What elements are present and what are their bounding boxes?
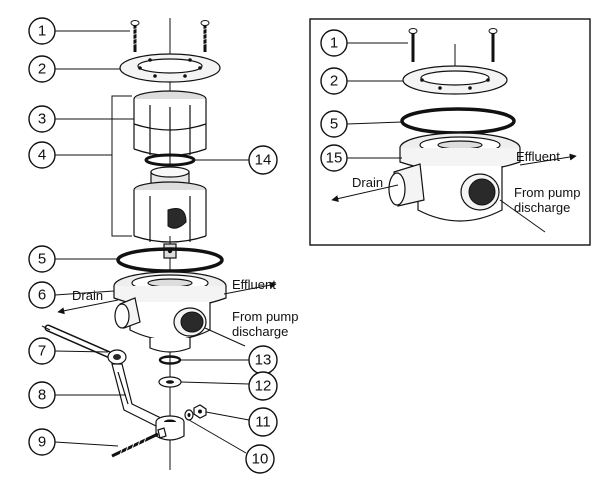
pump-discharge-leader xyxy=(204,327,246,347)
svg-text:1: 1 xyxy=(330,35,338,52)
callout-3: 3 xyxy=(28,105,56,133)
svg-text:8: 8 xyxy=(38,387,46,404)
callout-12: 12 xyxy=(248,371,278,401)
inset-screw-left xyxy=(408,28,418,62)
callout-10: 10 xyxy=(245,444,275,474)
callout-7: 7 xyxy=(28,337,56,365)
handle-tip xyxy=(41,325,51,331)
leader-9 xyxy=(54,441,119,447)
inset-drain-label: Drain xyxy=(352,175,383,190)
inset-pump-leader xyxy=(499,199,546,233)
callout-8: 8 xyxy=(28,381,56,409)
leader-6 xyxy=(54,290,115,296)
svg-text:5: 5 xyxy=(38,251,46,268)
gasket-ring-5 xyxy=(116,247,224,273)
svg-text:12: 12 xyxy=(255,378,272,395)
svg-text:9: 9 xyxy=(38,434,46,451)
inset-from-pump-line2: discharge xyxy=(514,200,570,215)
washer-10 xyxy=(184,409,194,421)
svg-text:2: 2 xyxy=(330,73,338,90)
inset-retaining-ring xyxy=(402,65,508,95)
inset-callout-1: 1 xyxy=(320,29,348,57)
svg-text:5: 5 xyxy=(330,116,338,133)
inset-valve-body xyxy=(388,132,521,222)
handle-rod xyxy=(44,324,116,360)
svg-text:2: 2 xyxy=(38,61,46,78)
inset-view: Effluent Drain From pump discharge 1 2 5… xyxy=(309,18,591,246)
inset-from-pump-line1: From pump xyxy=(514,185,580,200)
leader-12 xyxy=(180,381,250,385)
svg-text:10: 10 xyxy=(252,451,269,468)
inset-callout-15: 15 xyxy=(320,144,348,172)
nut-11 xyxy=(193,404,207,419)
svg-text:7: 7 xyxy=(38,343,46,360)
svg-text:15: 15 xyxy=(326,150,343,167)
inset-screw-right xyxy=(488,28,498,62)
inset-callout-2: 2 xyxy=(320,67,348,95)
svg-text:1: 1 xyxy=(38,23,46,40)
drain-arrow xyxy=(57,299,119,315)
callout-1: 1 xyxy=(28,17,56,45)
svg-text:14: 14 xyxy=(255,152,272,169)
inset-leader-5 xyxy=(346,121,403,125)
inset-effluent-label: Effluent xyxy=(516,149,560,164)
screw-right xyxy=(200,20,210,52)
callout-2: 2 xyxy=(28,55,56,83)
from-pump-label-line1: From pump xyxy=(232,309,298,324)
from-pump-label-line2: discharge xyxy=(232,324,288,339)
retaining-ring xyxy=(119,53,221,83)
inset-drain-arrow xyxy=(331,184,399,203)
lever-arm xyxy=(107,349,166,429)
callout-11: 11 xyxy=(248,407,278,437)
main-exploded-view: Effluent Drain From pump discharge xyxy=(28,17,298,474)
cage xyxy=(133,90,207,157)
callout-4: 4 xyxy=(28,141,56,169)
bolt-9 xyxy=(111,427,167,458)
leader-7 xyxy=(54,350,109,353)
leader-10 xyxy=(188,419,247,454)
callout-9: 9 xyxy=(28,428,56,456)
effluent-arrow xyxy=(223,281,277,295)
svg-text:4: 4 xyxy=(38,147,46,164)
svg-text:11: 11 xyxy=(255,414,271,431)
svg-text:3: 3 xyxy=(38,111,46,128)
rotor xyxy=(133,166,207,259)
bracket-4 xyxy=(111,95,132,237)
leader-11 xyxy=(205,411,250,421)
callout-5: 5 xyxy=(28,245,56,273)
washer-12 xyxy=(158,376,182,388)
callout-6: 6 xyxy=(28,281,56,309)
svg-text:13: 13 xyxy=(255,352,272,369)
callout-13: 13 xyxy=(248,345,278,375)
callout-14: 14 xyxy=(248,145,278,175)
screw-left xyxy=(130,20,140,52)
inset-callout-5: 5 xyxy=(320,110,348,138)
valve-body xyxy=(113,271,227,353)
inset-effluent-arrow xyxy=(519,153,577,166)
effluent-label: Effluent xyxy=(232,277,276,292)
svg-text:6: 6 xyxy=(38,287,46,304)
drain-label: Drain xyxy=(72,288,103,303)
